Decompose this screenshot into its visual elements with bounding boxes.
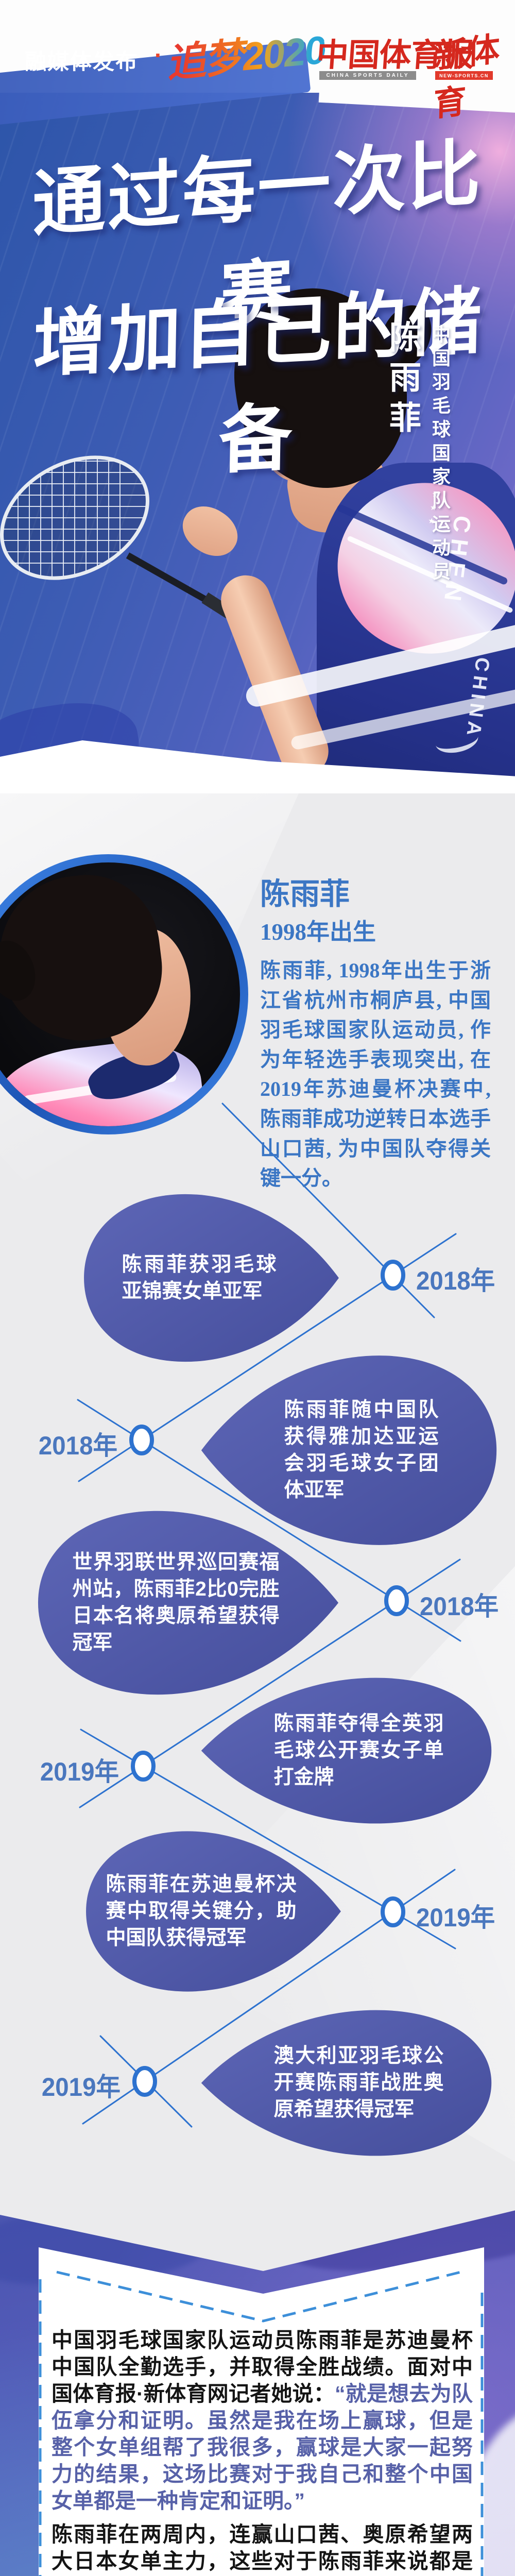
- timeline-year: 2019年: [40, 1757, 119, 1786]
- timeline-node: [131, 1751, 156, 1782]
- timeline-node: [132, 2066, 157, 2097]
- quote-p2-black1: 陈雨菲在两周内，连赢山口茜、奥原希望两大日本女单主力，这些对于陈雨菲来说都是信心…: [52, 2522, 473, 2573]
- quote-p1-blue: “就是想去为队伍拿分和证明。虽然是我在场上赢球，但是整个女单组帮了我很多，赢球是…: [52, 2382, 473, 2513]
- timeline-node: [381, 1260, 405, 1291]
- timeline-badge-1: 陈雨菲获羽毛球亚锦赛女单亚军: [81, 1189, 341, 1367]
- new-sports-subtitle: NEW-SPORTS.CN: [435, 71, 493, 80]
- timeline-node: [384, 1585, 409, 1616]
- timeline-badge-text: 世界羽联世界巡回赛福州站，陈雨菲2比0完胜日本名将奥原希望获得冠军: [72, 1551, 280, 1654]
- bio-birth-year: 1998年出生: [260, 919, 376, 945]
- bio-paragraph: 陈雨菲, 1998年出生于浙江省杭州市桐庐县, 中国羽毛球国家队运动员, 作为年…: [260, 959, 491, 1190]
- separator-dot: ·: [154, 42, 163, 69]
- media-release-label: 融媒体发布: [25, 49, 139, 74]
- timeline-badge-text: 陈雨菲随中国队获得雅加达亚运会羽毛球女子团体亚军: [284, 1399, 439, 1501]
- athlete-portrait: [0, 862, 240, 1126]
- timeline-node: [381, 1896, 405, 1927]
- portrait-ring: [0, 854, 248, 1134]
- timeline-year: 2018年: [416, 1266, 495, 1295]
- timeline-badge-text: 陈雨菲夺得全英羽毛球公开赛女子单打金牌: [273, 1713, 444, 1788]
- timeline-badge-5: 陈雨菲在苏迪曼杯决赛中取得关键分，助中国队获得冠军: [83, 1826, 344, 1996]
- timeline-node: [129, 1425, 154, 1455]
- bio-name: 陈雨菲: [260, 877, 350, 911]
- china-sports-daily-subtitle: CHINA SPORTS DAILY: [319, 71, 416, 80]
- timeline-year: 2018年: [420, 1592, 499, 1621]
- hero-photo-section: ★★★ CHEN CHINA 通过每一次比赛 增加自己的储备 陈雨菲 中国羽毛球…: [0, 88, 515, 799]
- badminton-racket-icon: [0, 443, 233, 619]
- csd-subtitle-text: CHINA SPORTS DAILY: [326, 73, 409, 78]
- timeline-year: 2019年: [416, 1903, 495, 1932]
- quote-paragraph-2: 陈雨菲在两周内，连赢山口茜、奥原希望两大日本女单主力，这些对于陈雨菲来说都是信心…: [52, 2521, 473, 2576]
- timeline-badge-4: 陈雨菲夺得全英羽毛球公开赛女子单打金牌: [198, 1673, 494, 1828]
- ns-subtitle-text: NEW-SPORTS.CN: [439, 73, 489, 78]
- athlete-title-vertical: 中国羽毛球国家队运动员: [430, 325, 451, 585]
- quote-card: [39, 2247, 484, 2576]
- timeline-badge-text: 澳大利亚羽毛球公开赛陈雨菲战胜奥原希望获得冠军: [273, 2045, 444, 2121]
- timeline-year: 2018年: [38, 1431, 117, 1460]
- quote-paragraph-1: 中国羽毛球国家队运动员陈雨菲是苏迪曼杯中国队全勤选手，并取得全胜战绩。面对中国体…: [52, 2327, 473, 2514]
- timeline-year: 2019年: [41, 2073, 121, 2102]
- timeline-badge-2: 陈雨菲随中国队获得雅加达亚运会羽毛球女子团体亚军: [198, 1350, 500, 1551]
- timeline-badge-text: 陈雨菲获羽毛球亚锦赛女单亚军: [122, 1253, 277, 1302]
- athlete-name-vertical: 陈雨菲: [384, 320, 420, 441]
- timeline-badge-text: 陈雨菲在苏迪曼杯决赛中取得关键分，助中国队获得冠军: [106, 1873, 297, 1949]
- timeline-badge-6: 澳大利亚羽毛球公开赛陈雨菲战胜奥原希望获得冠军: [198, 2006, 494, 2160]
- timeline-connector-lines: [77, 1103, 461, 2128]
- timeline-badge-3: 世界羽联世界巡回赛福州站，陈雨菲2比0完胜日本名将奥原希望获得冠军: [35, 1505, 341, 1700]
- quote-p1-black: 中国羽毛球国家队运动员陈雨菲是苏迪曼杯中国队全勤选手，并取得全胜战绩。面对中国体…: [52, 2328, 473, 2405]
